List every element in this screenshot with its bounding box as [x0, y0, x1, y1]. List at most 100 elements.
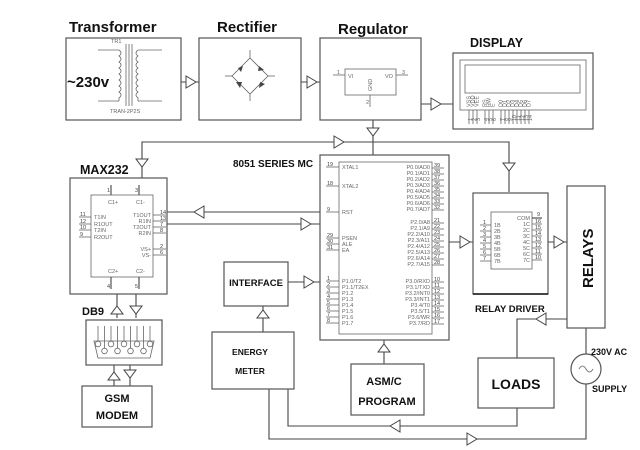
lcd-pin-number: 2	[472, 118, 478, 121]
max232-pin-number: 9	[80, 232, 83, 238]
supply-label-2: SUPPLY	[592, 384, 627, 394]
relay-driver-pin-label: 2B	[494, 229, 501, 235]
gsm-modem-block: GSM MODEM	[81, 385, 153, 428]
arrow-right-icon	[300, 217, 312, 231]
lcd-pin-label: D0	[499, 100, 505, 107]
regulator-vi: VI	[348, 74, 354, 80]
relay-driver-pin-number: 12	[535, 243, 541, 249]
display-box	[452, 52, 594, 130]
mcu-pin-number: 14	[434, 301, 440, 307]
relay-driver-pin-number: 15	[535, 225, 541, 231]
relay-driver-pin-label: 3B	[494, 235, 501, 241]
display-title: DISPLAY	[470, 36, 524, 50]
mcu-pin-number: 25	[434, 242, 440, 248]
mcu-pin-label: P3.3/INT1	[405, 297, 430, 303]
arrow-right-icon	[333, 135, 345, 149]
mcu-pin-number: 30	[327, 239, 333, 245]
mcu-pin-label: P2.1/A9	[410, 226, 430, 232]
arrow-right-icon	[185, 75, 197, 89]
max232-pin-number: 11	[80, 212, 86, 218]
wire-relays-loads	[516, 318, 575, 358]
max232-pin-label: T1IN	[94, 215, 106, 221]
lcd-frame	[459, 59, 587, 111]
arrow-right-icon	[466, 432, 478, 446]
mcu-pin-number: 5	[327, 300, 330, 306]
relay-driver-pin-number: 3	[483, 232, 486, 238]
relay-driver-pin-number: 5	[483, 244, 486, 250]
transformer-coil-icon	[98, 44, 162, 106]
max232-pin-label: C2-	[136, 269, 145, 275]
lcd-pin-number: 7	[500, 118, 506, 121]
relay-driver-pin-number: 13	[535, 237, 541, 243]
mcu-pin-label: P0.2/AD2	[406, 177, 430, 183]
lcd-pin-number: 11	[516, 115, 522, 121]
arrow-left-icon	[389, 419, 401, 433]
lcd-pin-number: 12	[520, 115, 526, 121]
relay-driver-pin-label: 5B	[494, 247, 501, 253]
mcu-pin-label: P1.5	[342, 309, 353, 315]
mcu-pin-label: EA	[342, 248, 350, 254]
max232-pin-number: 3	[135, 188, 138, 194]
mcu-pin-label: P1.3	[342, 297, 353, 303]
relay-driver-pin-label: 1B	[494, 223, 501, 229]
mcu-pin-label: P0.0/AD0	[406, 165, 430, 171]
max232-pin-label: C1+	[108, 200, 118, 206]
mcu-pin-number: 31	[327, 245, 333, 251]
arrow-up-icon	[256, 309, 270, 319]
mcu-pin-label: P3.6/WR	[408, 315, 430, 321]
program-block: ASM/C PROGRAM	[350, 363, 425, 416]
max232-pin-label: R1IN	[138, 219, 151, 225]
mcu-pin-number: 24	[434, 236, 440, 242]
program-label-2: PROGRAM	[358, 396, 415, 408]
lcd-pin-number: 3	[476, 118, 482, 121]
mcu-pin-number: 29	[327, 233, 333, 239]
max232-pin-label: R1OUT	[94, 222, 113, 228]
energy-meter-box	[211, 331, 295, 390]
mcu-pin-number: 33	[434, 199, 440, 205]
loads-title: LOADS	[492, 376, 541, 392]
mcu-pin-number: 32	[434, 205, 440, 211]
mcu-pin-label: P3.2/INT0	[405, 291, 430, 297]
regulator-pin-1: 1	[337, 70, 340, 76]
relay-driver-pin-number: 7	[483, 256, 486, 262]
arrow-down-icon	[366, 127, 380, 137]
db9-connector-icon	[93, 326, 155, 359]
arrow-right-icon	[303, 275, 315, 289]
arrow-down-icon	[135, 158, 149, 168]
energy-meter-block: ENERGY METER	[211, 331, 295, 390]
mcu-pin-number: 15	[434, 307, 440, 313]
lcd-pin-number: 10	[512, 115, 518, 121]
transformer-part: TRAN-2P2S	[110, 109, 141, 115]
supply-label-1: 230V AC	[591, 347, 628, 357]
lcd-pin-label: D5	[519, 100, 525, 107]
gsm-label-1: GSM	[104, 393, 129, 405]
lcd-pins: VSS1VDD2VEE3RS4RW5E6D07D18D29D310D411D51…	[467, 95, 534, 124]
interface-title: INTERFACE	[229, 278, 283, 289]
lcd-pin-number: 5	[488, 118, 494, 121]
relay-driver-pin-number: 6	[483, 250, 486, 256]
db9-block: DB9	[82, 306, 163, 366]
mcu-pin-label: P2.0/A8	[410, 220, 430, 226]
max232-title: MAX232	[80, 163, 129, 177]
relay-driver-pin-label: 4B	[494, 241, 501, 247]
gsm-label-2: MODEM	[96, 410, 138, 422]
energy-meter-label-1: ENERGY	[232, 347, 268, 357]
mcu-pin-number: 39	[434, 163, 440, 169]
arrow-left-icon	[193, 205, 205, 219]
mcu-title: 8051 SERIES MC	[233, 159, 313, 170]
relays-box	[566, 185, 606, 329]
mcu-pin-number: 22	[434, 224, 440, 230]
mcu-pin-number: 21	[434, 218, 440, 224]
max232-pin-label: R2OUT	[94, 235, 113, 241]
relay-driver-pin-label: 6B	[494, 253, 501, 259]
relay-driver-pin-number: 9	[537, 212, 540, 218]
lcd-pin-number: 1	[468, 118, 474, 121]
mcu-pin-label: P1.2	[342, 291, 353, 297]
db9-title: DB9	[82, 306, 104, 318]
lcd-pin-label: RW	[487, 97, 493, 107]
mcu-pin-number: 6	[327, 306, 330, 312]
regulator-pin-3: 3	[402, 70, 405, 76]
lcd-pin-number: 4	[484, 118, 490, 121]
regulator-box	[319, 37, 422, 121]
